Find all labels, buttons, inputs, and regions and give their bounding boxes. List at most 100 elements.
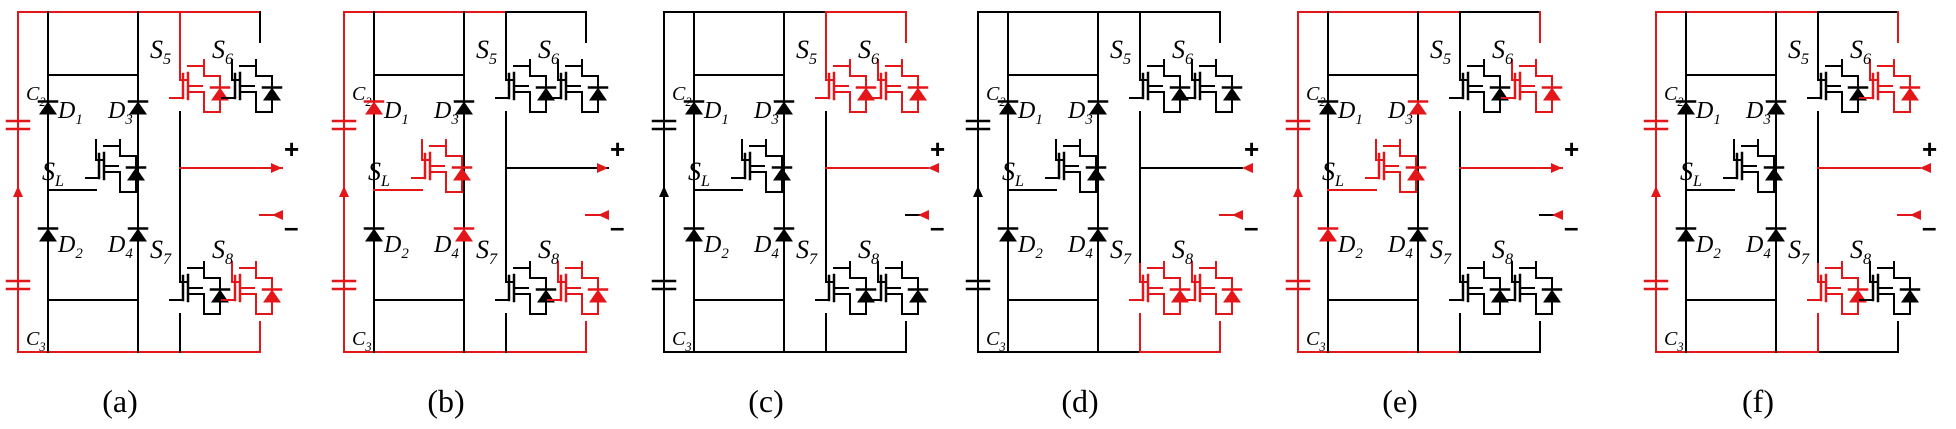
label-d2: D2	[57, 232, 83, 262]
label-c3-letter: C	[26, 328, 40, 350]
diode-triangle	[455, 101, 473, 115]
label-s5: S5	[1788, 35, 1809, 68]
label-c2: C2	[672, 83, 692, 109]
label-d4-letter: D	[107, 232, 125, 258]
label-d3: D3	[107, 98, 133, 128]
label-s7: S7	[1110, 235, 1132, 268]
label-d2: D2	[1695, 232, 1721, 262]
label-d1-subscript: 1	[721, 112, 728, 128]
label-c3-subscript: 3	[684, 340, 691, 354]
switch-s7	[1807, 261, 1869, 315]
switch-sl	[85, 139, 147, 193]
label-sl-subscript: L	[1692, 173, 1702, 190]
diode-triangle	[129, 228, 147, 242]
switch-sl	[731, 139, 793, 193]
diode-triangle	[999, 228, 1017, 242]
switch-s5	[815, 59, 877, 113]
panel-caption: (d)	[1061, 383, 1098, 419]
diode-triangle	[1901, 87, 1919, 101]
label-s5: S5	[1110, 35, 1131, 68]
label-d1: D1	[1337, 98, 1363, 128]
switch-s8	[221, 261, 283, 315]
label-c2-letter: C	[672, 83, 686, 105]
switch-s7	[495, 261, 557, 315]
label-d2-subscript: 2	[1355, 246, 1363, 262]
diode-triangle	[1767, 228, 1785, 242]
label-s6-subscript: 6	[871, 51, 879, 68]
terminal-minus: –	[1564, 212, 1578, 242]
label-d4-subscript: 4	[451, 246, 459, 262]
top-rail-left	[1297, 11, 1460, 52]
label-s5: S5	[476, 35, 497, 68]
label-s8-subscript: 8	[871, 251, 879, 268]
switch-s6	[867, 59, 929, 113]
panel-caption: (b)	[427, 383, 464, 419]
diode-triangle	[1409, 228, 1427, 242]
label-d1-letter: D	[57, 98, 75, 124]
current-arrow-icon	[1242, 163, 1253, 173]
label-s6: S6	[538, 35, 559, 68]
label-d1-subscript: 1	[75, 112, 82, 128]
label-sl-subscript: L	[380, 173, 390, 190]
diode-icon	[261, 86, 283, 101]
label-d3-letter: D	[1387, 98, 1405, 124]
label-s6: S6	[1172, 35, 1193, 68]
label-s7-subscript: 7	[809, 251, 818, 268]
label-sl-subscript: L	[54, 173, 64, 190]
label-s5: S5	[150, 35, 171, 68]
label-s5-letter: S	[150, 35, 163, 64]
label-c3-subscript: 3	[364, 340, 371, 354]
label-d1: D1	[1695, 98, 1721, 128]
diode-icon	[1765, 227, 1787, 242]
diode-icon	[683, 227, 705, 242]
switch-s5	[169, 59, 231, 113]
label-d4-letter: D	[753, 232, 771, 258]
diode-icon	[453, 227, 475, 242]
diode-icon	[453, 100, 475, 115]
diode-icon	[125, 166, 147, 181]
label-d3: D3	[1067, 98, 1093, 128]
label-d3-subscript: 3	[770, 112, 778, 128]
diode-icon	[1317, 100, 1339, 115]
label-d2-letter: D	[383, 232, 401, 258]
diode-triangle	[999, 101, 1017, 115]
label-d4: D4	[1387, 232, 1413, 262]
diode-triangle	[1543, 289, 1561, 303]
label-c3-letter: C	[1306, 328, 1320, 350]
label-d4: D4	[753, 232, 779, 262]
diode-triangle	[39, 101, 57, 115]
label-s8: S8	[858, 235, 879, 268]
label-s8-letter: S	[1492, 235, 1505, 264]
diode-icon	[363, 100, 385, 115]
current-arrow-icon	[13, 186, 23, 197]
label-s7: S7	[150, 235, 172, 268]
diode-triangle	[1677, 101, 1695, 115]
label-sl-letter: S	[1002, 157, 1015, 186]
diode-icon	[1407, 227, 1429, 242]
diode-icon	[587, 86, 609, 101]
current-arrow-icon	[271, 163, 282, 173]
label-s7-letter: S	[1788, 235, 1801, 264]
diode-triangle	[1089, 228, 1107, 242]
label-c2-letter: C	[1306, 83, 1320, 105]
diode-triangle	[1087, 167, 1105, 181]
diode-icon	[907, 86, 929, 101]
top-rail-left	[977, 11, 1140, 52]
current-arrow-icon	[1910, 210, 1921, 220]
current-arrow-icon	[597, 163, 608, 173]
switch-s7	[169, 261, 231, 315]
switch-s8	[1501, 261, 1563, 315]
label-s6-subscript: 6	[1505, 51, 1513, 68]
label-c2: C2	[986, 83, 1006, 109]
diode-icon	[1087, 227, 1109, 242]
label-sl-letter: S	[1680, 157, 1693, 186]
label-d1-letter: D	[703, 98, 721, 124]
label-d3-letter: D	[433, 98, 451, 124]
diode-icon	[1765, 100, 1787, 115]
switch-s6	[547, 59, 609, 113]
current-arrow-icon	[272, 210, 283, 220]
diode-icon	[363, 227, 385, 242]
label-d2-subscript: 2	[401, 246, 409, 262]
terminal-minus: –	[610, 212, 624, 242]
